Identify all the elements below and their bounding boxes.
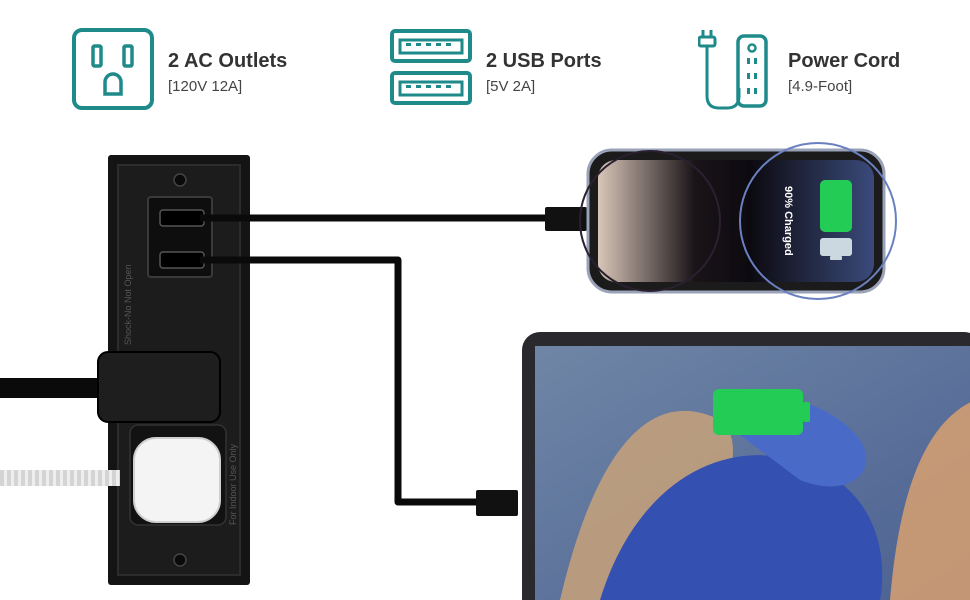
battery-icon: [713, 389, 803, 435]
strip-engraving: Shock-No Not Open: [123, 264, 133, 345]
usb-cable-tablet: [200, 256, 518, 516]
usb-cable-phone: [200, 207, 587, 231]
feature-subtitle: [120V 12A]: [168, 78, 243, 95]
usb-ports-icon: [390, 29, 472, 105]
power-strip-cord-icon: [698, 30, 768, 110]
feature-subtitle: [5V 2A]: [486, 78, 536, 95]
tablet: [522, 332, 970, 600]
feature-title: 2 USB Ports: [486, 50, 602, 72]
feature-title: 2 AC Outlets: [168, 50, 288, 72]
feature-title: Power Cord: [788, 50, 901, 72]
phone: 90% Charged: [579, 142, 897, 300]
strip-engraving: For Indoor Use Only: [228, 443, 238, 525]
black-plug: [0, 351, 221, 423]
feature-subtitle: [4.9-Foot]: [788, 78, 853, 95]
charge-status: 90% Charged: [782, 186, 794, 256]
battery-icon: [820, 180, 852, 232]
outlet-icon: [72, 28, 154, 110]
white-plug: [0, 437, 221, 523]
